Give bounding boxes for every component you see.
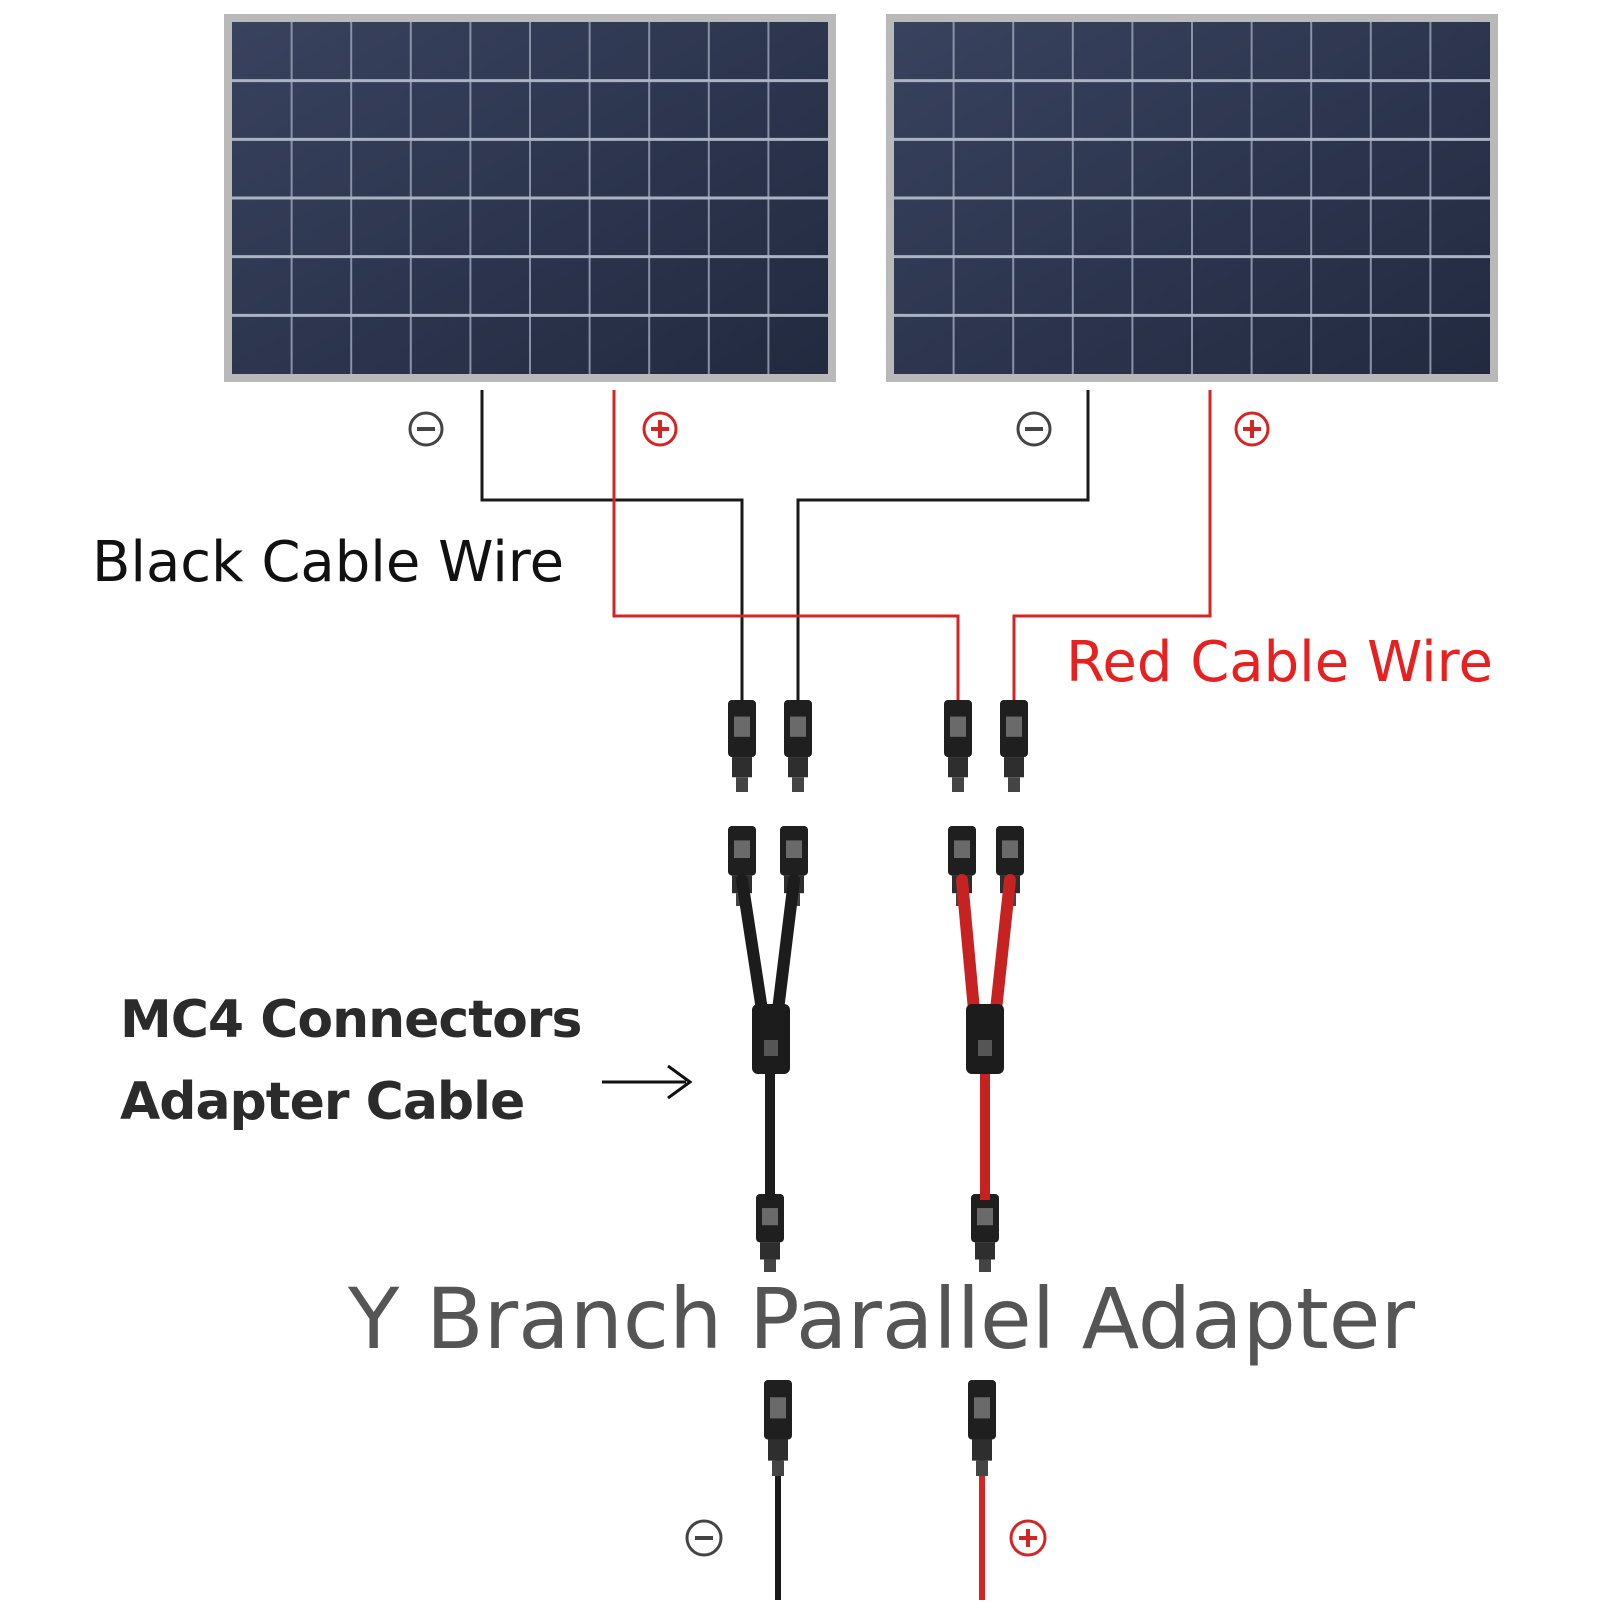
left-solar-panel xyxy=(224,14,836,382)
red-wire-left-panel xyxy=(612,390,960,700)
red-cable-wire-label: Red Cable Wire xyxy=(1066,630,1493,695)
mc4-connector xyxy=(971,1194,999,1272)
right-panel-cell-grid xyxy=(894,22,1490,374)
mc4-connector xyxy=(728,700,756,792)
adapter-cable-label: Adapter Cable xyxy=(120,1072,525,1132)
left-panel-cell-grid xyxy=(232,22,828,374)
plus-circle-icon xyxy=(1234,411,1270,447)
minus-circle-icon xyxy=(408,411,444,447)
plus-circle-icon xyxy=(642,411,678,447)
black-wire-left-panel xyxy=(480,390,744,700)
mc4-connector xyxy=(756,1194,784,1272)
minus-circle-icon xyxy=(1016,411,1052,447)
mc4-connectors-label: MC4 Connectors xyxy=(120,990,582,1050)
black-y-branch-adapter xyxy=(736,874,800,1200)
black-wire-right-panel xyxy=(796,390,1090,700)
red-wire-right-panel xyxy=(1012,390,1212,700)
output-mc4-connectors xyxy=(764,1380,996,1476)
mc4-connector xyxy=(944,700,972,792)
red-y-branch-adapter xyxy=(956,874,1016,1200)
mc4-connector xyxy=(968,1380,996,1476)
arrow-right-icon xyxy=(602,1064,693,1100)
y-branch-title: Y Branch Parallel Adapter xyxy=(348,1270,1416,1368)
black-cable-wire-label: Black Cable Wire xyxy=(92,530,565,595)
mc4-connector xyxy=(764,1380,792,1476)
right-solar-panel xyxy=(886,14,1498,382)
mc4-connector xyxy=(1000,700,1028,792)
minus-circle-icon xyxy=(685,1519,723,1557)
panel-mc4-connectors xyxy=(728,700,1028,1272)
plus-circle-icon xyxy=(1009,1519,1047,1557)
mc4-connector xyxy=(784,700,812,792)
